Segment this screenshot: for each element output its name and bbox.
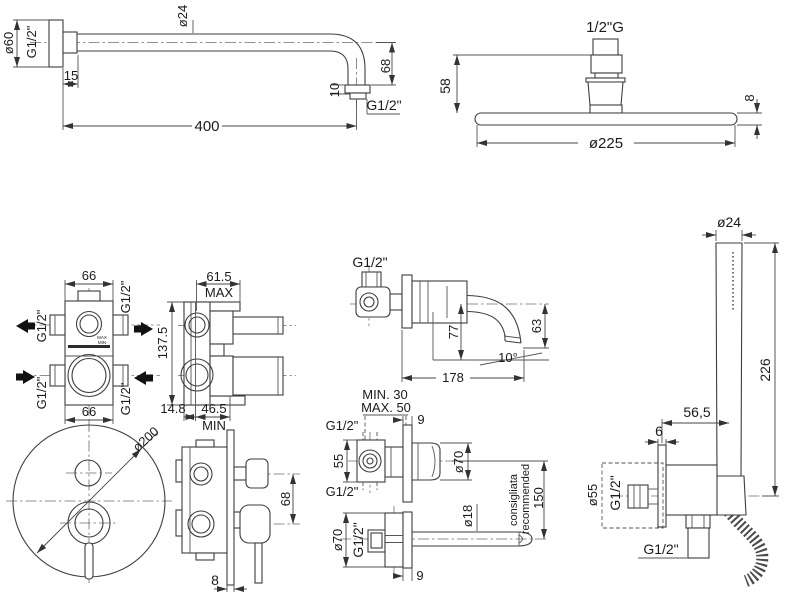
- dim-arm-outlet-height: 10: [327, 83, 342, 97]
- dim-handshower-wall-distance: 56,5: [683, 404, 710, 420]
- mark-valve-max: MAX: [97, 335, 107, 340]
- dim-trim-plate-thickness: 8: [211, 572, 219, 588]
- label-bspout-thread: G1/2": [350, 522, 366, 557]
- figure-built-in-spout: ø70 G1/2" ø18 9 consigliata recommended …: [330, 461, 548, 583]
- figure-stop-valve: MIN. 30 MAX. 50 G1/2" ø70 55 G1/2": [326, 387, 548, 503]
- dim-spout-drop: 63: [529, 319, 544, 333]
- label-valve-thread-out-left: G1/2": [34, 309, 49, 342]
- dim-arm-length: 400: [194, 118, 219, 135]
- dim-arm-flange-diameter: ø60: [1, 32, 16, 54]
- figure-trim-side: 68 8: [175, 429, 300, 592]
- label-stopvalve-depth-min: MIN. 30: [362, 387, 408, 402]
- dim-valve-height: 137.5: [155, 327, 170, 360]
- dim-stopvalve-body: 55: [331, 454, 346, 468]
- dim-valve-width-top: 66: [82, 268, 96, 283]
- note-consigliata: consigliata: [508, 473, 520, 526]
- flow-arrow-out-left-icon: [16, 319, 35, 333]
- dim-valve-offset: 14.8: [160, 401, 185, 416]
- dim-head-diameter: ø225: [589, 135, 623, 152]
- figure-valve-side: 137.5 61.5 MAX 14.8 46.5 MIN: [155, 269, 296, 433]
- label-valve-depth-max: MAX: [205, 285, 234, 300]
- label-stopvalve-depth-max: MAX. 50: [361, 400, 411, 415]
- label-outlet-inlet-thread: G1/2": [607, 475, 623, 510]
- label-head-thread: 1/2"G: [586, 19, 624, 36]
- label-arm-outlet-thread: G1/2": [366, 97, 401, 113]
- dim-stopvalve-knob-diameter: ø70: [451, 451, 466, 473]
- dim-spout-height: 77: [446, 325, 461, 339]
- flow-arrow-out-right-icon: [134, 322, 153, 336]
- figure-shower-arm: ø60 G1/2" ø24 15 68 10 G1/2" 400: [1, 5, 402, 135]
- dim-trim-handle-distance: 68: [278, 492, 293, 506]
- figure-wall-spout: G1/2" 77 63 10° 178: [350, 254, 549, 385]
- figure-trim-round: ø200: [6, 421, 172, 583]
- flow-arrow-in-left-icon: [16, 370, 35, 384]
- label-spout-thread: G1/2": [352, 254, 387, 270]
- flow-arrow-in-right-icon: [134, 371, 153, 385]
- dim-valve-depth-min: 46.5: [201, 401, 226, 416]
- label-arm-wall-thread: G1/2": [24, 25, 39, 58]
- dim-bspout-flange-diameter: ø70: [330, 529, 345, 551]
- dim-spout-reach: 178: [442, 370, 464, 385]
- figure-hand-shower: ø24 226 56,5 6 ø55 G1/2" G1/2": [585, 214, 779, 587]
- label-valve-depth-min: MIN: [202, 418, 226, 433]
- dim-handshower-length: 226: [757, 358, 773, 382]
- label-valve-thread-out-right: G1/2": [118, 280, 133, 313]
- dim-bspout-pipe-diameter: ø18: [460, 505, 475, 527]
- figure-valve-front: MAX MIN G1/2" G1/2" G1/2" G1/2" 66 66: [16, 268, 160, 430]
- dim-head-height: 58: [437, 78, 453, 94]
- label-valve-thread-in-right: G1/2": [118, 382, 133, 415]
- label-outlet-hose-thread: G1/2": [643, 541, 678, 557]
- dim-handshower-diameter: ø24: [717, 214, 741, 230]
- dim-bspout-plate-offset: 9: [416, 568, 423, 583]
- dim-head-thickness: 8: [742, 94, 757, 101]
- dim-arm-flange-depth: 15: [64, 68, 78, 83]
- label-stopvalve-outlet-thread: G1/2": [326, 484, 359, 499]
- label-stopvalve-inlet-thread: G1/2": [326, 418, 359, 433]
- dim-valve-depth-max: 61.5: [206, 269, 231, 284]
- dim-stopvalve-plate-offset: 9: [417, 412, 424, 427]
- dim-outlet-plate-thickness: 6: [655, 423, 663, 439]
- dim-valve-width-bottom: 66: [82, 404, 96, 419]
- figure-shower-head: 1/2"G 58 8 ø225: [437, 19, 762, 152]
- dim-outlet-plate-diameter: ø55: [585, 484, 600, 506]
- mark-valve-min: MIN: [98, 340, 106, 345]
- dim-arm-drop: 68: [378, 59, 393, 73]
- label-valve-thread-in-left: G1/2": [34, 376, 49, 409]
- dim-spout-angle: 10°: [498, 350, 518, 365]
- note-recommended: recommended: [520, 464, 532, 534]
- dim-arm-diameter: ø24: [175, 5, 190, 27]
